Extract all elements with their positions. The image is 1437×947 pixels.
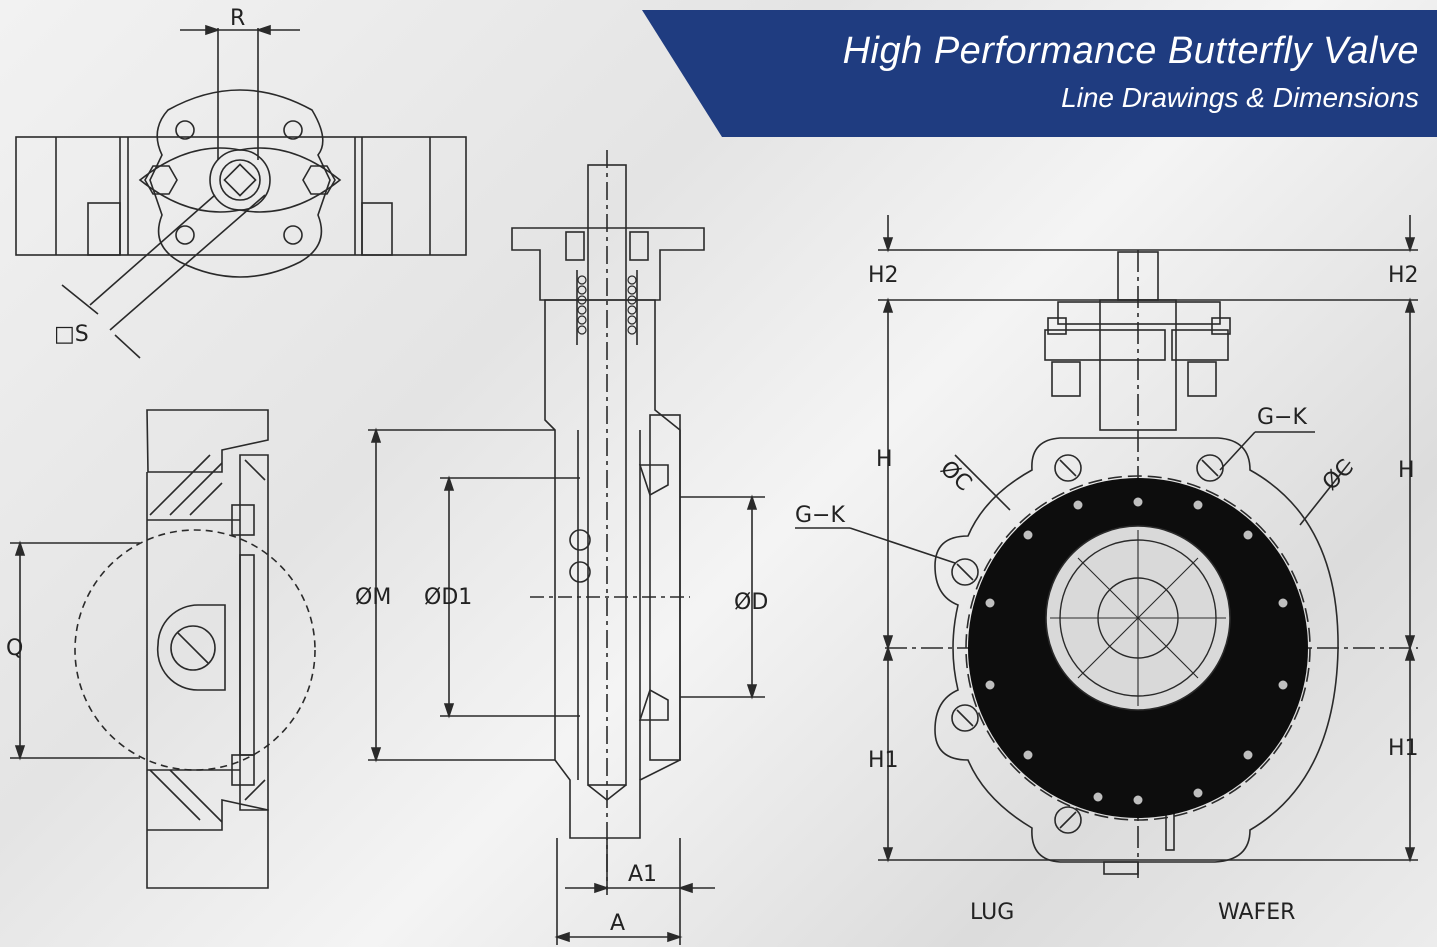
dim-label-s: □S xyxy=(54,322,89,347)
disc-face xyxy=(968,478,1308,818)
dim-label-r: R xyxy=(230,6,246,31)
vertical-section-view xyxy=(368,150,765,945)
dim-label-h2-right: H2 xyxy=(1388,263,1419,288)
banner-title: High Performance Butterfly Valve xyxy=(842,30,1419,72)
view-label-lug: LUG xyxy=(970,900,1015,925)
dim-label-h1-right: H1 xyxy=(1388,736,1419,761)
title-banner: High Performance Butterfly Valve Line Dr… xyxy=(642,10,1437,137)
side-section-view xyxy=(10,409,316,889)
dim-label-h-right: H xyxy=(1398,458,1415,483)
dim-label-d: ØD xyxy=(734,590,769,615)
banner-subtitle: Line Drawings & Dimensions xyxy=(1061,82,1419,113)
view-label-wafer: WAFER xyxy=(1218,900,1296,925)
dim-label-m: ØM xyxy=(355,585,392,610)
dim-label-a: A xyxy=(610,911,626,936)
dim-label-gk-left: G−K xyxy=(795,503,845,528)
dim-label-h-left: H xyxy=(876,447,893,472)
dim-label-h2-left: H2 xyxy=(868,263,899,288)
dim-label-gk-top: G−K xyxy=(1257,405,1307,430)
top-view xyxy=(15,24,467,359)
dim-label-h1-left: H1 xyxy=(868,748,899,773)
dim-label-d1: ØD1 xyxy=(424,585,473,610)
dim-label-q: Q xyxy=(6,636,24,661)
dim-label-a1: A1 xyxy=(628,862,658,887)
